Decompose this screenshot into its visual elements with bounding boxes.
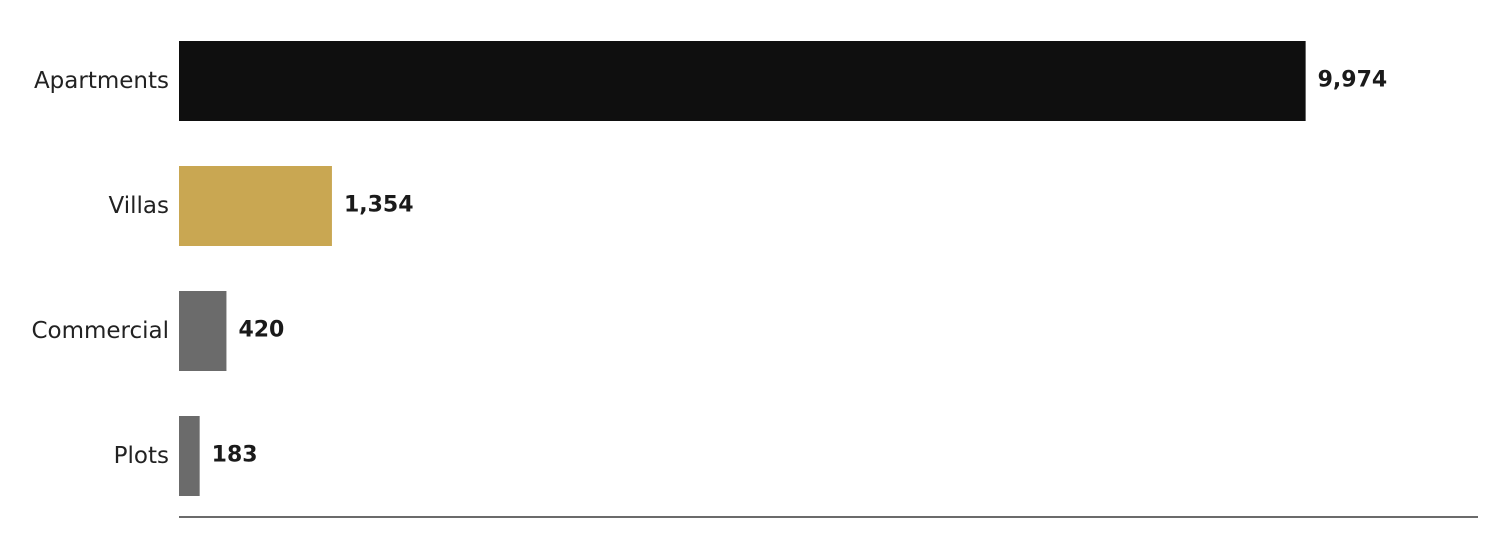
category-label-apartments: Apartments [34,68,169,94]
value-label-apartments: 9,974 [1318,68,1388,93]
value-labels-group: 9,974 1,354 420 183 [212,68,1388,468]
value-label-villas: 1,354 [344,193,414,218]
bar-commercial [179,291,227,371]
bars-group [179,41,1306,496]
bar-plots [179,416,200,496]
value-label-commercial: 420 [238,318,284,343]
category-label-villas: Villas [109,193,169,219]
category-label-plots: Plots [114,443,169,469]
bar-villas [179,166,332,246]
value-label-plots: 183 [212,443,258,468]
bar-apartments [179,41,1306,121]
category-label-commercial: Commercial [31,318,169,344]
